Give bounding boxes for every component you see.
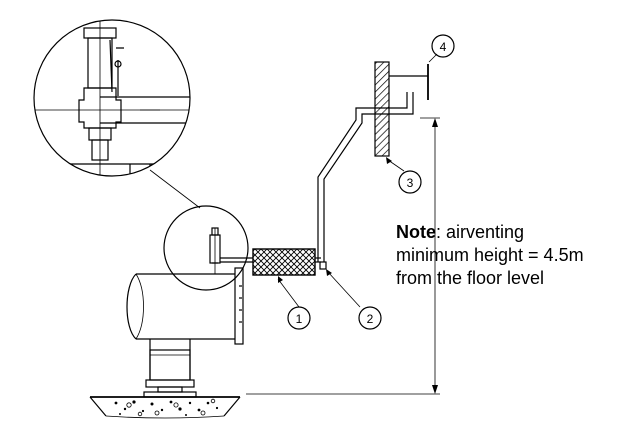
detail-circle — [163, 205, 249, 291]
note-label: Note — [396, 222, 436, 242]
silencer — [252, 248, 316, 276]
note-text-2: minimum height = 4.5m — [396, 245, 584, 265]
detail-magnified-view — [33, 19, 201, 209]
callout-2-label: 2 — [367, 312, 374, 326]
concrete-floor — [89, 396, 241, 419]
pipe-support — [143, 339, 197, 398]
airventing-note: Note: airventing minimum height = 4.5m f… — [396, 221, 622, 290]
height-dimension — [420, 117, 440, 394]
vent-pipe — [315, 92, 414, 270]
callout-1: 1 — [287, 306, 311, 330]
callout-3: 3 — [398, 170, 422, 194]
note-text-3: from the floor level — [396, 268, 545, 288]
callout-1-label: 1 — [296, 312, 303, 326]
note-separator: : — [436, 222, 442, 242]
callout-2: 2 — [358, 306, 382, 330]
main-pipe — [126, 227, 253, 345]
callout-3-label: 3 — [407, 176, 414, 190]
callout-4: 4 — [431, 34, 455, 58]
callout-4-label: 4 — [440, 40, 447, 54]
leader-lines — [277, 53, 438, 308]
support-bracket — [389, 64, 429, 100]
note-text-1: airventing — [441, 222, 525, 242]
note-line-1: Note: airventing — [396, 221, 622, 244]
building-wall — [374, 61, 390, 157]
